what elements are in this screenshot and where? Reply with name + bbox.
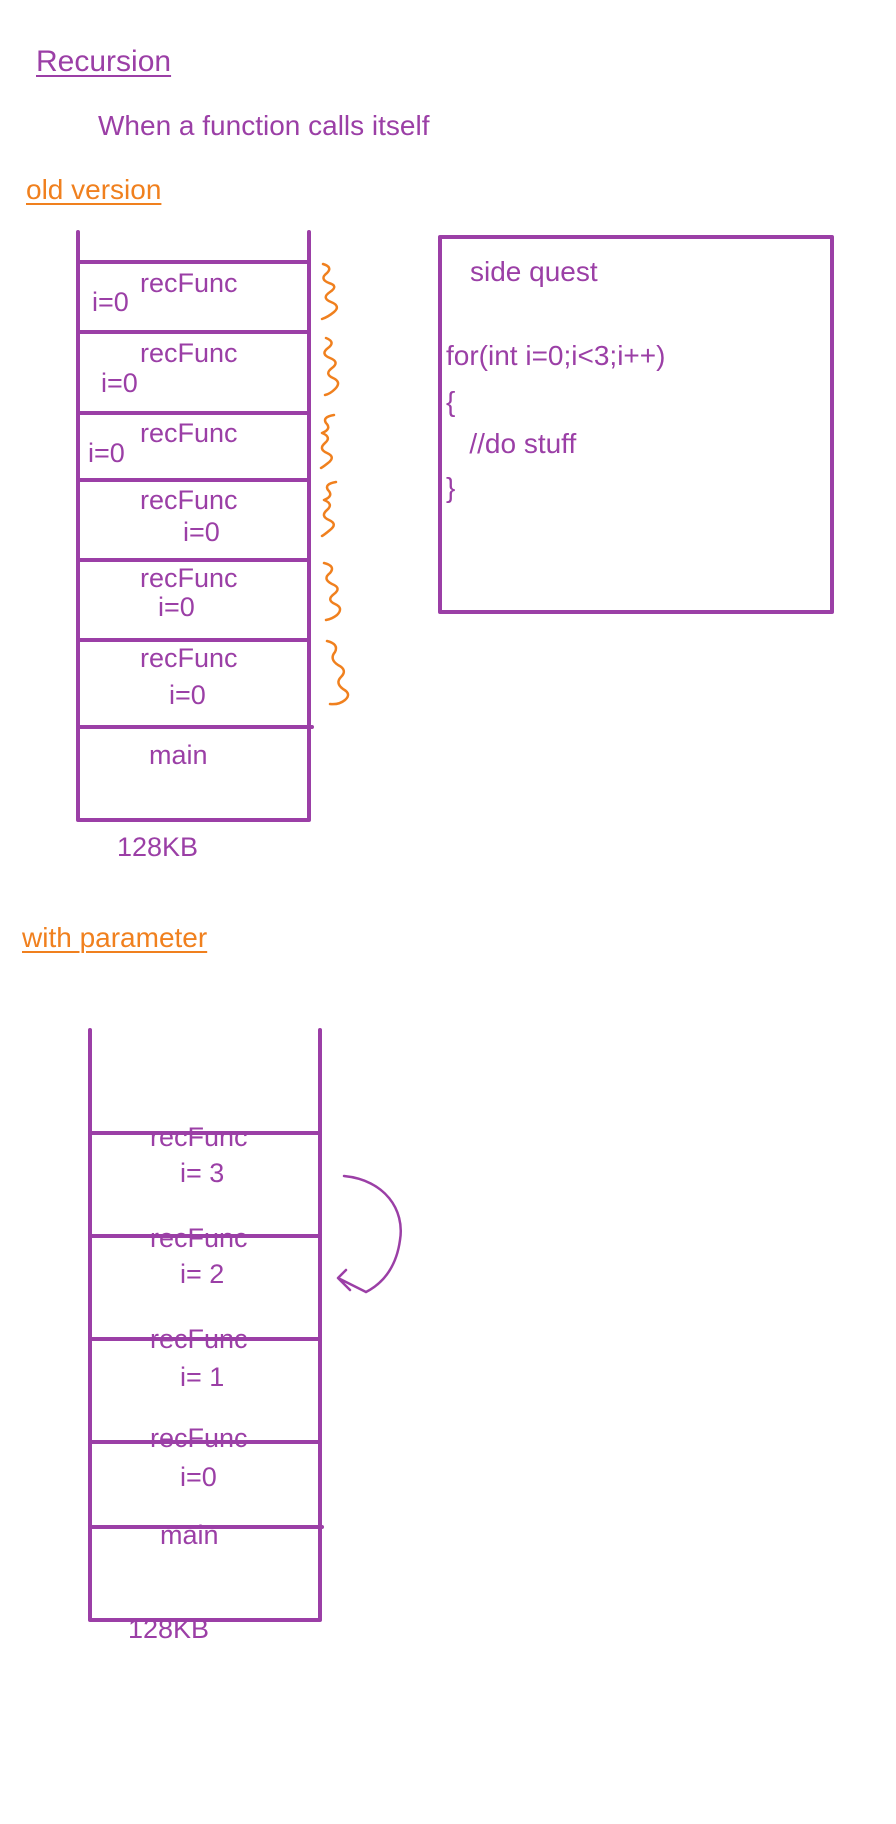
param-frame-3-var: i= 1 (180, 1362, 225, 1392)
recursion-arrow (336, 1174, 402, 1294)
brace-6 (325, 639, 350, 706)
param-main-label: main (160, 1520, 219, 1550)
param-frame-4-var: i=0 (180, 1462, 217, 1492)
code-line: { (446, 386, 456, 417)
old-stack-outline (76, 230, 311, 822)
brace-5 (322, 561, 342, 622)
code-line: //do stuff (446, 428, 577, 459)
param-frame-4-func: recFunc (150, 1423, 248, 1453)
brace-1 (320, 262, 339, 321)
old-frame-1-var: i=0 (92, 287, 129, 317)
old-version-heading: old version (26, 174, 162, 205)
old-frame-6-var: i=0 (169, 680, 206, 710)
old-frame-5-var: i=0 (158, 592, 195, 622)
old-frame-5-func: recFunc (140, 563, 238, 593)
param-size-label: 128KB (128, 1614, 210, 1644)
brace-2 (323, 336, 340, 397)
old-frame-6-func: recFunc (140, 643, 238, 673)
brace-4 (320, 480, 338, 538)
param-frame-2-func: recFunc (150, 1223, 248, 1253)
param-stack-outline (88, 1028, 322, 1622)
param-frame-2-var: i= 2 (180, 1259, 225, 1289)
old-frame-1-func: recFunc (140, 268, 238, 298)
param-frame-3-func: recFunc (150, 1324, 248, 1354)
code-line: for(int i=0;i<3;i++) (446, 340, 666, 371)
old-size-label: 128KB (117, 832, 199, 862)
param-frame-1-var: i= 3 (180, 1158, 225, 1188)
old-frame-3-var: i=0 (88, 438, 125, 468)
old-frame-4-func: recFunc (140, 485, 238, 515)
old-frame-4-var: i=0 (183, 517, 220, 547)
code-line: } (446, 472, 456, 503)
page-heading: Recursion (36, 45, 172, 78)
param-frame-1-func: recFunc (150, 1122, 248, 1152)
brace-3 (319, 413, 336, 470)
side-quest-box (438, 235, 834, 614)
old-main-label: main (149, 740, 208, 770)
side-quest-title: side quest (470, 256, 598, 287)
old-frame-2-var: i=0 (101, 368, 138, 398)
old-frame-2-func: recFunc (140, 338, 238, 368)
old-frame-3-func: recFunc (140, 418, 238, 448)
with-parameter-heading: with parameter (22, 922, 208, 953)
definition-text: When a function calls itself (98, 110, 430, 141)
